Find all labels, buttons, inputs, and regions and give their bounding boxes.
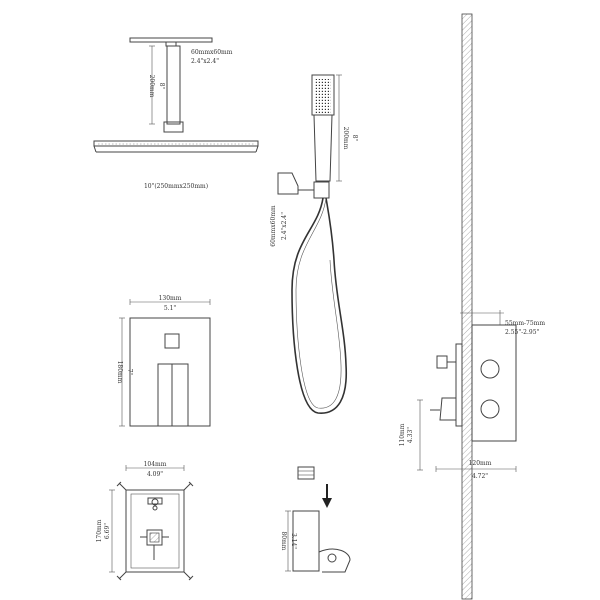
- depth-mm: 55mm-75mm: [505, 320, 545, 327]
- handheld-length-in: 8": [351, 135, 358, 142]
- lever-profile: [439, 397, 456, 421]
- arm-length-mm: 200mm: [148, 75, 155, 98]
- plate-height-in: 7": [126, 369, 133, 376]
- side-height-mm: 110mm: [399, 423, 406, 446]
- hand-shower-assembly: 200mm 8" 60mmx60mm 2.4"x2.4": [270, 74, 358, 414]
- valve-body: 104mm 4.09" 170mm 6.69": [96, 461, 194, 581]
- hand-shower-holder: 80mm 3.14": [280, 466, 351, 573]
- trim-plate-front: 130mm 5.1" 180mm 7": [116, 295, 211, 427]
- holder-height-mm: 80mm: [280, 531, 287, 550]
- depth-in: 2.55"-2.95": [505, 329, 540, 336]
- arrow-down-icon: [322, 498, 332, 508]
- head-size-label: 10"(250mmx250mm): [144, 183, 208, 190]
- side-width-mm: 120mm: [469, 460, 492, 467]
- handle-lever: [157, 363, 189, 427]
- hand-shower-head: [311, 74, 335, 116]
- valve-box: [125, 489, 185, 573]
- hand-shower-handle: [313, 114, 333, 182]
- diverter-knob: [164, 333, 180, 349]
- hose-connector: [297, 466, 315, 480]
- arm-length-in: 8": [158, 83, 165, 90]
- bracket-size-mm: 60mmx60mm: [270, 205, 277, 247]
- rain-shower-assembly: 200mm 8" 60mmx60mm 2.4"x2.4" 10"(250mmx2…: [93, 37, 259, 190]
- side-height-in: 4.33": [407, 427, 414, 443]
- bracket-size-in: 2.4"x2.4": [281, 212, 288, 240]
- holder-height-in: 3.14": [290, 533, 297, 549]
- plate-width-in: 5.1": [164, 305, 177, 312]
- shower-arm: [166, 45, 181, 125]
- ceiling-flange: [165, 41, 177, 47]
- plate-width-mm: 130mm: [159, 295, 182, 302]
- valve-width-in: 4.09": [147, 471, 163, 478]
- valve-housing: [471, 324, 517, 442]
- arm-size-mm: 60mmx60mm: [191, 49, 233, 56]
- wall-bracket: [313, 181, 330, 199]
- knob-profile: [436, 355, 448, 369]
- hose-outlet: [277, 172, 299, 195]
- rain-shower-head: [93, 140, 259, 147]
- trim-profile: [455, 343, 463, 427]
- valve-height-in: 6.69": [104, 523, 111, 539]
- wall: [461, 13, 473, 600]
- handheld-length-mm: 200mm: [342, 127, 349, 150]
- ceiling-plate: [129, 37, 213, 43]
- valve-height-mm: 170mm: [96, 519, 103, 542]
- plate-height-mm: 180mm: [116, 361, 123, 384]
- holder-body: [292, 510, 320, 572]
- hose: [291, 197, 348, 414]
- valve-width-mm: 104mm: [144, 461, 167, 468]
- arm-size-in: 2.4"x2.4": [191, 58, 219, 65]
- valve-side-section: 55mm-75mm 2.55"-2.95" 110mm 4.33" 120mm …: [399, 13, 545, 600]
- side-width-in: 4.72": [472, 473, 488, 480]
